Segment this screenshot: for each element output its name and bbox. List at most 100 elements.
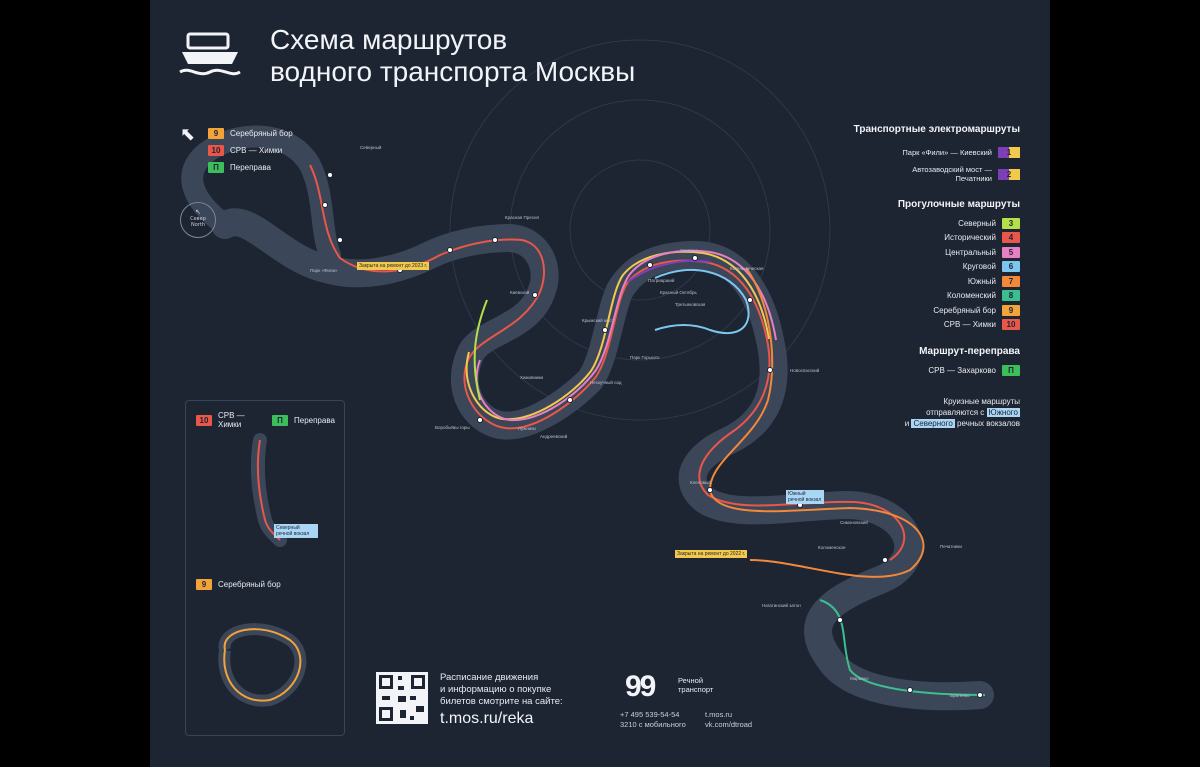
map-poster: Схема маршрутов водного транспорта Москв…	[150, 0, 1050, 767]
closed-tag: Закрыта на ремонт до 2023 г.	[357, 262, 430, 270]
route-line-purple	[627, 259, 711, 283]
legend-row: П Переправа	[208, 159, 293, 176]
electric-badge: 2	[998, 168, 1020, 180]
south-station-highlight: Южного	[986, 407, 1020, 417]
walk-item: Северный 3	[720, 216, 1020, 231]
footer-url-link[interactable]: t.mos.ru/reka	[440, 710, 534, 727]
walk-badge: 3	[1002, 217, 1020, 229]
walk-badge: 8	[1002, 290, 1020, 302]
phone-number[interactable]: +7 495 539-54-54	[620, 710, 680, 719]
walk-label: Исторический	[944, 233, 996, 243]
walk-badge: 7	[1002, 275, 1020, 287]
ferry-label: СРВ — Захарково	[928, 365, 996, 375]
legend-label: Серебряный бор	[230, 129, 293, 138]
station-label: Воробьёвы горы	[435, 425, 470, 430]
title-line-2: водного транспорта Москвы	[270, 56, 636, 87]
compass-label-en: North	[191, 222, 205, 228]
station-label: Зарядье	[680, 248, 698, 253]
station-label: Крымский мост	[582, 318, 614, 323]
cruise-note-line: Круизные маршруты	[943, 396, 1020, 406]
station-label: Андреевский	[540, 434, 568, 439]
walk-item: Южный 7	[720, 274, 1020, 289]
station-label: Нескучный сад	[590, 380, 622, 385]
arrow-northwest-icon: ⬉	[180, 124, 196, 145]
qr-code[interactable]	[376, 672, 428, 724]
route-legend-panel: Транспортные электромаршруты Парк «Фили»…	[720, 124, 1020, 429]
route-line-teal	[819, 599, 986, 696]
top-legend: 9 Серебряный бор 10 СРВ — Химки П Перепр…	[208, 125, 293, 176]
river-map	[181, 39, 994, 711]
ring-inner	[569, 159, 711, 301]
legend-label: СРВ — Химки	[230, 146, 283, 155]
route-line-green	[473, 299, 488, 401]
walk-badge: 9	[1002, 304, 1020, 316]
contacts-phone: +7 495 539-54-54 3210 с мобильного	[620, 710, 686, 730]
river-transport-logo: 99	[625, 670, 656, 703]
electric-label: Парк «Фили» — Киевский	[902, 147, 992, 157]
inset-label: СРВ — Химки	[218, 411, 245, 429]
station-label: Нагатинский затон	[762, 603, 801, 608]
station-label: Третьяковская	[675, 302, 706, 307]
walk-item: Исторический 4	[720, 231, 1020, 246]
route-line-orange	[708, 267, 925, 578]
walk-label: Коломенский	[947, 291, 996, 301]
walk-item: Центральный 5	[720, 245, 1020, 260]
inset-panel: 10 СРВ — Химки П Переправа Северный речн…	[185, 400, 345, 736]
walk-label: Центральный	[945, 247, 996, 257]
station-label: Патриарший	[648, 278, 675, 283]
station-label: Киевский	[510, 290, 530, 295]
piers	[322, 172, 983, 698]
station-label: Красная Пресня	[505, 215, 539, 220]
legend-label: Переправа	[230, 163, 271, 172]
route-line-red	[309, 164, 906, 561]
legend-badge: 10	[208, 145, 224, 156]
walk-badge: 4	[1002, 232, 1020, 244]
qr-code-icon	[379, 675, 425, 721]
cruise-note-line: отправляются с Южного	[926, 407, 1020, 417]
inset-badge: 10	[196, 414, 212, 426]
inset-serebryany-head: 9 Серебряный бор	[196, 579, 281, 590]
footer-info: Расписание движения и информацию о покуп…	[440, 672, 563, 708]
walk-label: Северный	[958, 218, 996, 228]
title-line-1: Схема маршрутов	[270, 24, 508, 55]
site-link[interactable]: t.mos.ru	[705, 710, 733, 719]
river-bed	[211, 208, 994, 711]
legend-row: 10 СРВ — Химки	[208, 142, 293, 159]
ferry-badge: П	[1002, 364, 1020, 376]
vk-link[interactable]: vk.com/dtroad	[705, 720, 753, 729]
walk-label: Круговой	[962, 262, 996, 272]
route-line-pink	[475, 249, 777, 422]
ferry-heading: Маршрут-переправа	[919, 346, 1020, 357]
station-label: Хамовники	[520, 375, 543, 380]
north-station-highlight: Северного	[911, 418, 955, 428]
walk-label: Южный	[967, 276, 996, 286]
footer-line: и информацию о покупке	[440, 684, 552, 695]
brand-line: транспорт	[678, 685, 714, 694]
walk-item: Серебряный бор 9	[720, 303, 1020, 318]
walk-label: СРВ — Химки	[943, 320, 996, 330]
route-line-blue	[654, 268, 750, 335]
footer-line: билетов смотрите на сайте:	[440, 696, 563, 707]
station-label: Северный	[360, 145, 382, 150]
legend-badge: П	[208, 162, 224, 173]
station-label: Марьино	[850, 676, 869, 681]
south-station-tag: Южный речной вокзал	[786, 490, 824, 504]
compass: ↖ Север North	[180, 202, 216, 238]
walk-label: Серебряный бор	[933, 305, 996, 315]
electric-heading: Транспортные электромаршруты	[853, 124, 1020, 135]
page-title: Схема маршрутов водного транспорта Москв…	[270, 24, 635, 88]
station-label: Братеево	[950, 693, 970, 698]
walk-badge: 5	[1002, 246, 1020, 258]
station-label: Печатники	[940, 544, 962, 549]
footer-line: Расписание движения	[440, 672, 539, 683]
inset-label: Серебряный бор	[218, 580, 281, 589]
ring-outer	[449, 39, 831, 421]
short-number: 3210 с мобильного	[620, 720, 686, 729]
station-label: Парк Горького	[630, 355, 660, 360]
brand-line: Речной	[678, 676, 704, 685]
ship-icon	[179, 32, 241, 76]
closed-tag: Закрыта на ремонт до 2022 г.	[675, 550, 748, 558]
contacts-web: t.mos.ru vk.com/dtroad	[705, 710, 752, 730]
walk-heading: Прогулочные маршруты	[897, 199, 1020, 210]
station-label: Новоспасский	[790, 368, 820, 373]
